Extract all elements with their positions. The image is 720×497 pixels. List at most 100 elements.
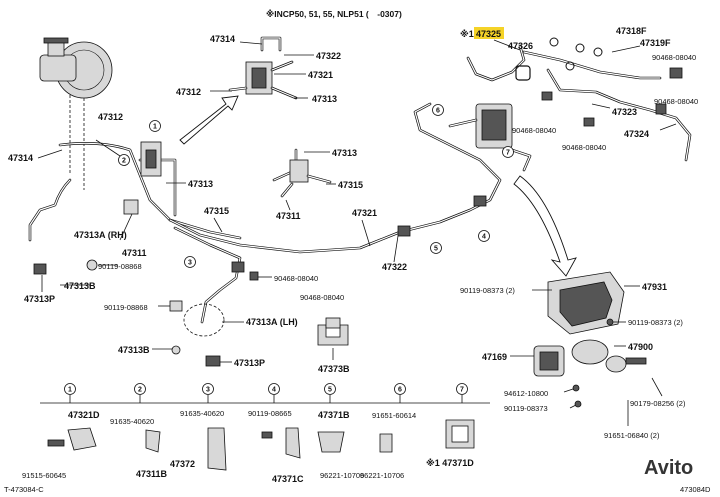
legend-6-part-b: 96221-10706: [360, 471, 404, 480]
watermark-text: Avito: [644, 457, 693, 479]
label-94612-10800: 94612-10800: [504, 389, 548, 398]
legend-group-4: 4 90119-08665 47371C: [248, 383, 304, 484]
label-47313-top: 47313: [312, 94, 337, 104]
label-47314-top: 47314: [210, 34, 235, 44]
label-90179-08256: 90179-08256 (2): [630, 399, 686, 408]
callout-5: 5: [434, 246, 438, 253]
legend-5-part-a: 47371B: [318, 410, 350, 420]
label-90119-08868-b: 90119-08868: [104, 303, 148, 312]
label-47313-rh: 47313A (RH): [74, 230, 127, 240]
legend-2-num: 2: [138, 387, 142, 394]
legend-4-part-a: 90119-08665: [248, 409, 292, 418]
label-91651-06840: 91651-06840 (2): [604, 431, 660, 440]
label-47169: 47169: [482, 352, 507, 362]
label-47321-top: 47321: [308, 70, 333, 80]
pointer-arrow-right: [513, 175, 577, 277]
abs-actuator-top: [466, 37, 692, 162]
callout-2: 2: [122, 158, 126, 165]
legend-6-part-a: 91651-60614: [372, 411, 416, 420]
label-47322-pipe: 47322: [382, 262, 407, 272]
label-47313b-a: 47313B: [64, 281, 96, 291]
legend-6-num: 6: [398, 387, 402, 394]
callout-6: 6: [436, 108, 440, 115]
label-47313p-a: 47313P: [24, 294, 55, 304]
legend-5-part-b: 96221-10706: [320, 471, 364, 480]
label-90119-08868-a: 90119-08868: [98, 262, 142, 271]
label-47321-pipe: 47321: [352, 208, 377, 218]
left-pipe-bundle: [28, 139, 242, 292]
label-47313p-b: 47313P: [234, 358, 265, 368]
label-47313-lh: 47313A (LH): [246, 317, 298, 327]
avito-watermark: Avito: [614, 457, 693, 483]
legend-5-num: 5: [328, 387, 332, 394]
legend-7-part-a: ※1 47371D: [426, 458, 474, 468]
label-90468-08040-d: 90468-08040: [654, 97, 698, 106]
highlight-box-47325: [474, 27, 504, 39]
label-47373b: 47373B: [318, 364, 350, 374]
callout-7: 7: [506, 150, 510, 157]
legend-1-part-a: 47321D: [68, 410, 100, 420]
label-47326: 47326: [508, 41, 533, 51]
model-note: ※INCP50, 51, 55, NLP51 ( -0307): [266, 9, 402, 19]
label-47900: 47900: [628, 342, 653, 352]
label-prefix-47325: ※1: [460, 29, 474, 39]
legend-7-num: 7: [460, 387, 464, 394]
legend-4-part-b: 47371C: [272, 474, 304, 484]
label-47314-left: 47314: [8, 153, 33, 163]
legend-1-num: 1: [68, 387, 72, 394]
label-47312-left: 47312: [98, 112, 123, 122]
label-47323: 47323: [612, 107, 637, 117]
legend-2-part-b: 47311B: [136, 469, 168, 479]
callout-1: 1: [153, 124, 157, 131]
label-47312-top: 47312: [176, 87, 201, 97]
legend-2-part-a: 91635-40620: [110, 417, 154, 426]
check-valve-center: [272, 148, 336, 211]
label-47313-valve: 47313: [332, 148, 357, 158]
label-90468-08040-c: 90468-08040: [652, 53, 696, 62]
label-90119-08373-b: 90119-08373 (2): [628, 318, 683, 327]
label-90468-08040-f: 90468-08040: [562, 143, 606, 152]
legend-group-5: 5 47371B 96221-10706: [317, 383, 364, 480]
proportioning-valve-top: [210, 36, 314, 100]
legend-3-part-b: 47372: [170, 459, 195, 469]
callout-3: 3: [188, 260, 192, 267]
legend-1-part-b: 91515-60645: [22, 471, 66, 480]
pointer-arrow-top: [179, 95, 239, 145]
clip-90468-a: [249, 271, 259, 281]
footer-left-code: T-473084-C: [4, 485, 44, 494]
label-47315-valve: 47315: [338, 180, 363, 190]
label-47311-valve: 47311: [276, 211, 301, 221]
clamp-47373b: [317, 317, 349, 360]
label-90468-08040-a: 90468-08040: [274, 274, 318, 283]
callout-4: 4: [482, 234, 486, 241]
legend-4-num: 4: [272, 387, 276, 394]
label-47313b-b: 47313B: [118, 345, 150, 355]
main-brake-pipe: [168, 102, 502, 324]
legend-3-num: 3: [206, 387, 210, 394]
label-47318f: 47318F: [616, 26, 647, 36]
label-90119-08373-c: 90119-08373: [504, 404, 548, 413]
callout-markers: 1 2 3 4 5 6 7: [118, 104, 514, 268]
legend-group-1: 1 47321D 91515-60645: [22, 383, 100, 480]
legend-group-3: 3 91635-40620 47372: [170, 383, 227, 471]
legend-3-part-a: 91635-40620: [180, 409, 224, 418]
actuator-mid: [448, 103, 532, 172]
lower-left-details: [152, 300, 244, 367]
label-90119-08373-a: 90119-08373 (2): [460, 286, 515, 295]
legend-group-2: 2 91635-40620 47311B: [110, 383, 168, 479]
footer-right-code: 473084D: [680, 485, 711, 494]
label-47311-left: 47311: [122, 248, 147, 258]
label-90468-08040-e: 90468-08040: [512, 126, 556, 135]
label-47931: 47931: [642, 282, 667, 292]
label-90468-08040-b: 90468-08040: [300, 293, 344, 302]
label-47313-mid: 47313: [188, 179, 213, 189]
label-47325: 47325: [476, 29, 501, 39]
label-47319f: 47319F: [640, 38, 671, 48]
abs-pump-bottom: [510, 271, 663, 426]
legend-group-6: 6 91651-60614 96221-10706: [360, 383, 416, 480]
label-47322: 47322: [316, 51, 341, 61]
brake-booster-assembly: [39, 37, 113, 190]
label-47324: 47324: [624, 129, 649, 139]
label-47315-pipe: 47315: [204, 206, 229, 216]
